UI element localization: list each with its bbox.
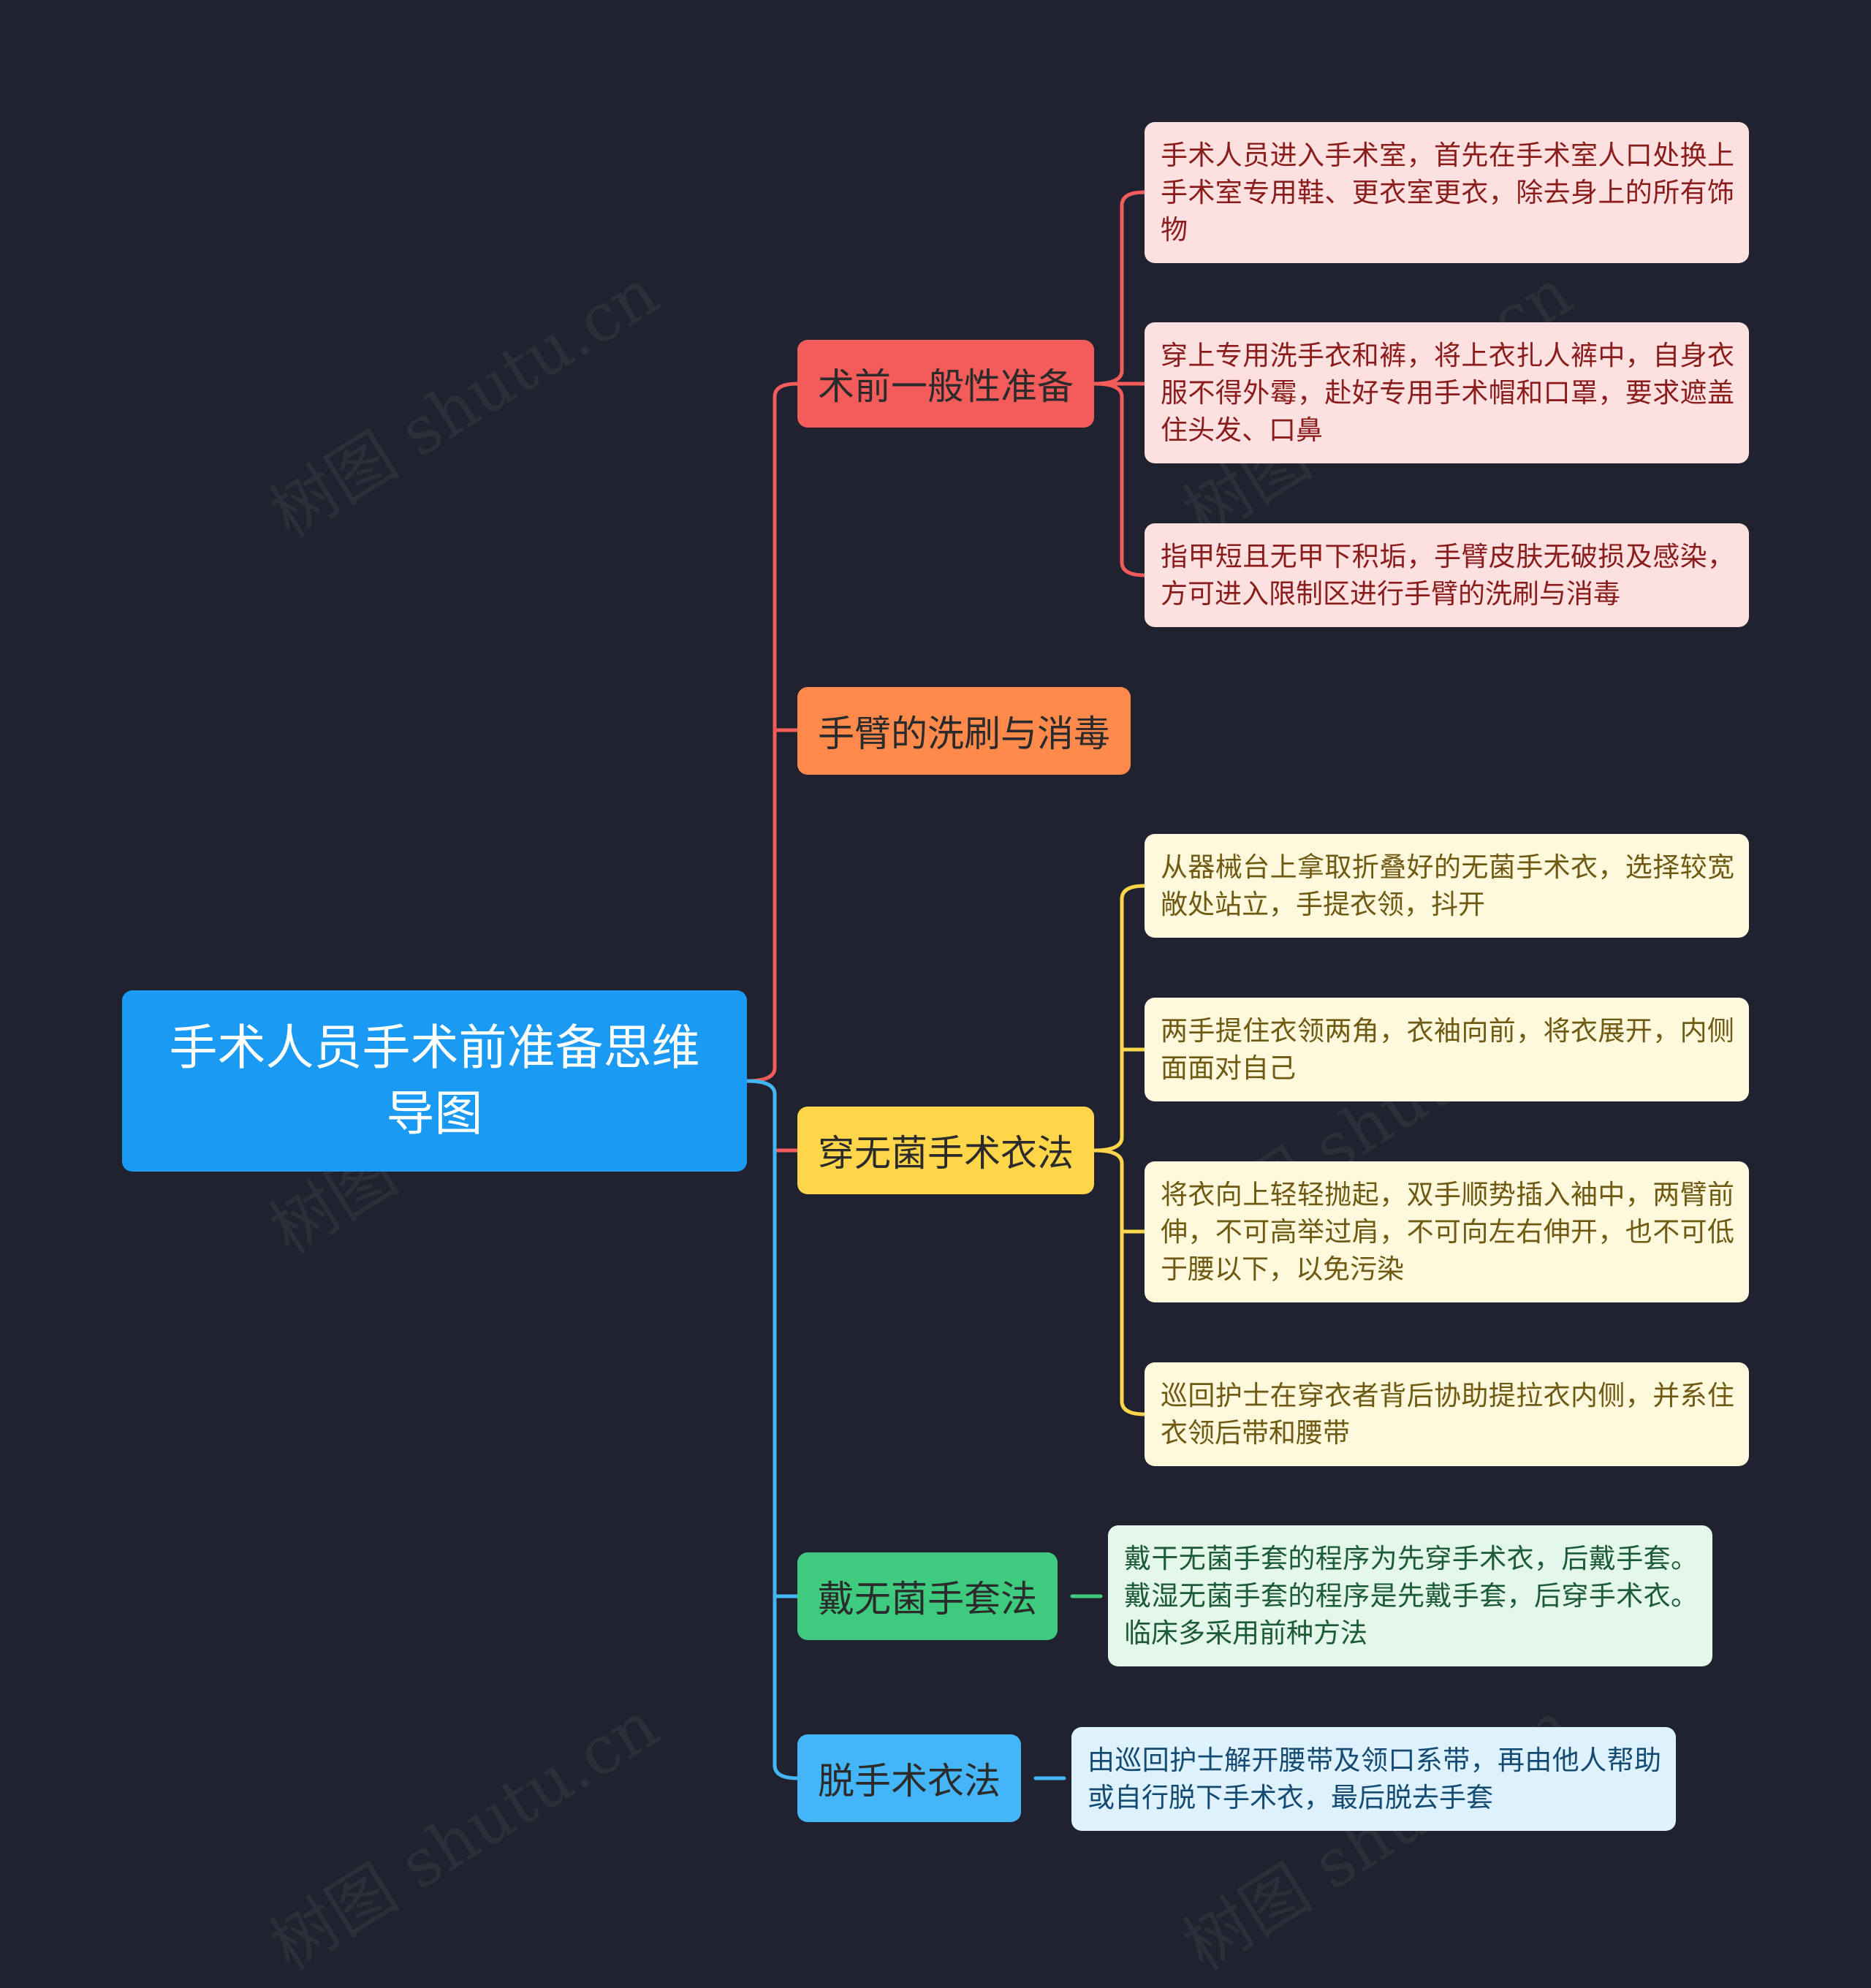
branch-label: 手臂的洗刷与消毒 [818,713,1110,755]
branch-node-sterile-gown[interactable]: 穿无菌手术衣法 [797,1107,1094,1194]
leaf-text: 手术人员进入手术室，首先在手术室人口处换上手术室专用鞋、更衣室更衣，除去身上的所… [1161,140,1734,246]
connector-branch-leaf [1092,884,1147,1153]
branch-node-sterile-gloves[interactable]: 戴无菌手套法 [797,1552,1058,1640]
leaf-text: 指甲短且无甲下积垢，手臂皮肤无破损及感染，方可进入限制区进行手臂的洗刷与消毒 [1161,541,1734,610]
leaf-node[interactable]: 从器械台上拿取折叠好的无菌手术衣，选择较宽敞处站立，手提衣领，抖开 [1145,834,1749,938]
leaf-node[interactable]: 由巡回护士解开腰带及领口系带，再由他人帮助或自行脱下手术衣，最后脱去手套 [1071,1727,1676,1831]
leaf-text: 两手提住衣领两角，衣袖向前，将衣展开，内侧面面对自己 [1161,1015,1734,1084]
branch-label: 戴无菌手套法 [818,1578,1037,1620]
leaf-text: 由巡回护士解开腰带及领口系带，再由他人帮助或自行脱下手术衣，最后脱去手套 [1088,1745,1661,1813]
root-title: 手术人员手术前准备思维导图 [169,1020,700,1142]
leaf-node[interactable]: 将衣向上轻轻抛起，双手顺势插入袖中，两臂前伸，不可高举过肩，不可向左右伸开，也不… [1145,1161,1749,1302]
branch-label: 穿无菌手术衣法 [818,1132,1074,1175]
leaf-node[interactable]: 两手提住衣领两角，衣袖向前，将衣展开，内侧面面对自己 [1145,998,1749,1101]
connector-branch-leaf [1092,382,1147,577]
leaf-text: 戴干无菌手套的程序为先穿手术衣，后戴手套。戴湿无菌手套的程序是先戴手套，后穿手术… [1124,1543,1698,1649]
leaf-text: 从器械台上拿取折叠好的无菌手术衣，选择较宽敞处站立，手提衣领，抖开 [1161,851,1734,920]
leaf-node[interactable]: 巡回护士在穿衣者背后协助提拉衣内侧，并系住衣领后带和腰带 [1145,1362,1749,1466]
leaf-node[interactable]: 手术人员进入手术室，首先在手术室人口处换上手术室专用鞋、更衣室更衣，除去身上的所… [1145,122,1749,263]
leaf-node[interactable]: 穿上专用洗手衣和裤，将上衣扎人裤中，自身衣服不得外霉，赴好专用手术帽和口罩，要求… [1145,322,1749,463]
leaf-node[interactable]: 指甲短且无甲下积垢，手臂皮肤无破损及感染，方可进入限制区进行手臂的洗刷与消毒 [1145,523,1749,627]
branch-label: 脱手术衣法 [818,1760,1001,1802]
connector-root-upper [745,382,800,1083]
branch-node-preop-general[interactable]: 术前一般性准备 [797,340,1094,428]
connector-branch-leaf [1092,1148,1147,1416]
leaf-node[interactable]: 戴干无菌手套的程序为先穿手术衣，后戴手套。戴湿无菌手套的程序是先戴手套，后穿手术… [1108,1525,1712,1666]
leaf-text: 将衣向上轻轻抛起，双手顺势插入袖中，两臂前伸，不可高举过肩，不可向左右伸开，也不… [1161,1179,1734,1285]
branch-label: 术前一般性准备 [818,365,1074,408]
branch-node-arm-scrub[interactable]: 手臂的洗刷与消毒 [797,687,1131,775]
branch-node-remove-gown[interactable]: 脱手术衣法 [797,1734,1021,1822]
leaf-text: 巡回护士在穿衣者背后协助提拉衣内侧，并系住衣领后带和腰带 [1161,1380,1734,1449]
leaf-text: 穿上专用洗手衣和裤，将上衣扎人裤中，自身衣服不得外霉，赴好专用手术帽和口罩，要求… [1161,340,1734,446]
connector-root-lower [745,1079,800,1780]
root-node[interactable]: 手术人员手术前准备思维导图 [122,990,747,1172]
connector-branch-leaf [1092,190,1147,386]
